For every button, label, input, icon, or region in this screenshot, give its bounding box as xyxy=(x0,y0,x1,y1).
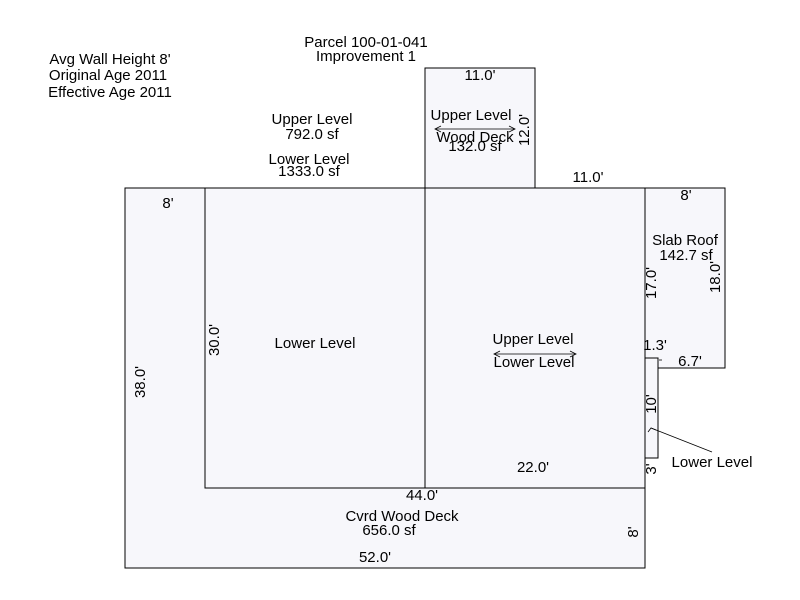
dim-notch-top: 1.3' xyxy=(643,337,667,354)
wood-deck-label: Wood Deck xyxy=(436,129,514,146)
dim-bottom-right: 22.0' xyxy=(517,459,549,476)
parcel-text: Parcel 100-01-041 xyxy=(304,34,427,51)
covered-deck-label: Cvrd Wood Deck xyxy=(345,508,459,525)
callout-leader xyxy=(647,427,713,453)
slab-dim-top: 8' xyxy=(680,187,691,204)
upper-lower-arrow xyxy=(493,350,577,358)
slab-dim-bottom: 6.7' xyxy=(678,353,702,370)
slab-roof-label: Slab Roof xyxy=(652,232,719,249)
deck-dim-bottom: 52.0' xyxy=(359,549,391,566)
upper-level-label: Upper Level xyxy=(493,331,574,348)
wood-deck-area xyxy=(424,67,536,189)
deck-dim-right: 8' xyxy=(625,526,642,537)
wood-deck-upper-label: Upper Level xyxy=(431,107,512,124)
lower-level-summary-label: Lower Level xyxy=(269,151,350,168)
deck-dim-top-left: 8' xyxy=(162,195,173,212)
lower-level-summary-area: 1333.0 sf xyxy=(278,163,341,180)
dim-notch-bottom: 3' xyxy=(643,463,660,474)
covered-deck-area-text: 656.0 sf xyxy=(362,522,416,539)
wood-deck-arrow xyxy=(434,125,516,133)
wood-deck-area-text: 132.0 sf xyxy=(448,138,502,155)
slab-roof-area xyxy=(644,187,726,369)
slab-dim-side: 18.0' xyxy=(707,261,724,293)
improvement-text: Improvement 1 xyxy=(316,48,416,65)
original-age-text: Original Age 2011 xyxy=(49,67,167,84)
effective-age-text: Effective Age 2011 xyxy=(48,84,172,101)
wall-height-text: Avg Wall Height 8' xyxy=(49,51,170,68)
lower-level-notch xyxy=(644,357,659,459)
wood-deck-dim-side: 12.0' xyxy=(516,114,533,146)
deck-dim-left: 38.0' xyxy=(132,366,149,398)
lower-level-right-label: Lower Level xyxy=(494,354,575,371)
wood-deck-dim-top: 11.0' xyxy=(465,67,496,84)
dim-left-main: 30.0' xyxy=(206,324,223,356)
lower-level-label: Lower Level xyxy=(275,335,356,352)
dim-notch-side: 10' xyxy=(643,394,660,414)
upper-level-summary-area: 792.0 sf xyxy=(285,126,339,143)
upper-level-summary-label: Upper Level xyxy=(272,111,353,128)
dim-top-right: 11.0' xyxy=(573,169,604,186)
callout-lower-level: Lower Level xyxy=(672,454,753,471)
slab-roof-area-text: 142.7 sf xyxy=(659,247,713,264)
dim-bottom-main: 44.0' xyxy=(406,487,438,504)
dim-right-upper: 17.0' xyxy=(643,267,660,299)
